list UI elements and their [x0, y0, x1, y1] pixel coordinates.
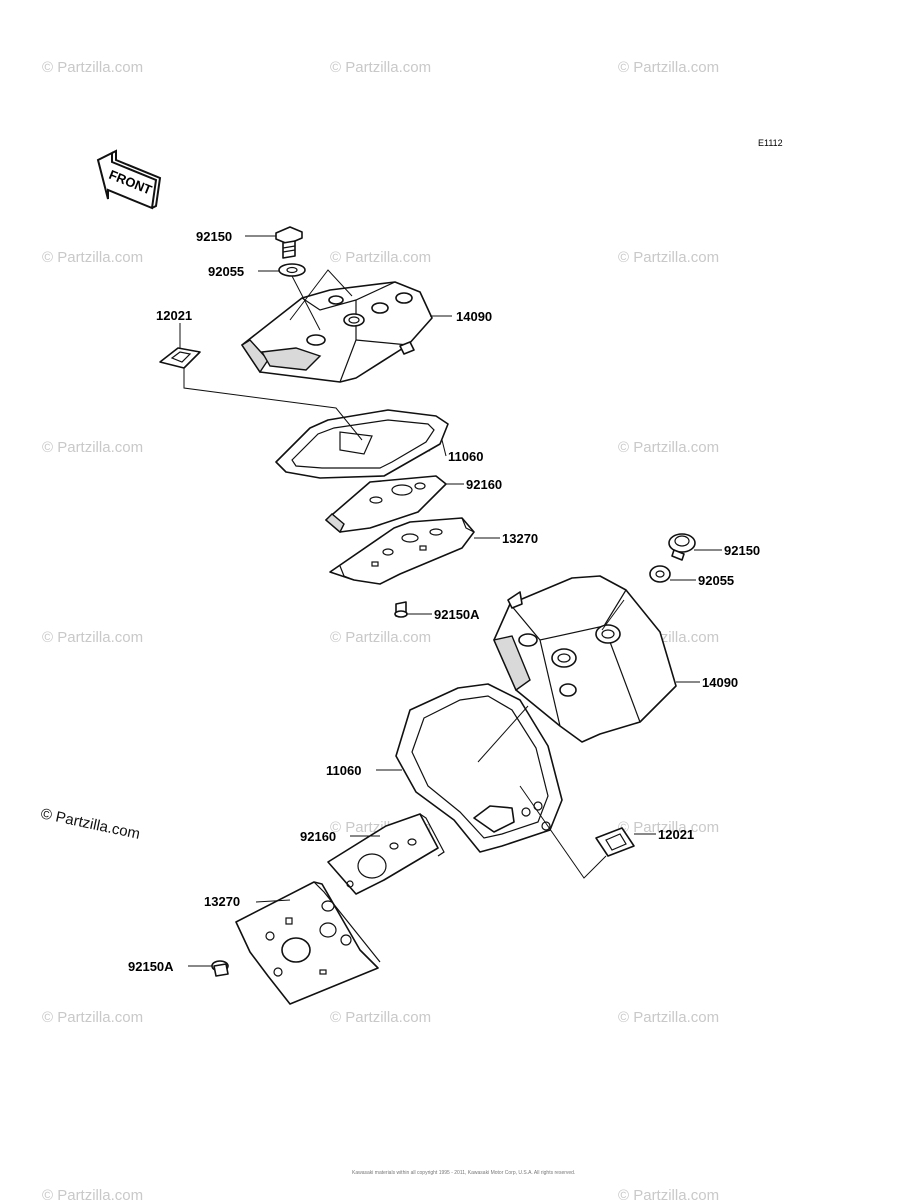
label-bottom-washer: 92055: [698, 573, 734, 588]
partzilla-watermark: © Partzilla.com: [39, 805, 141, 843]
watermark: © Partzilla.com: [42, 249, 143, 266]
bolt-icon: [275, 226, 303, 259]
watermark: © Partzilla.com: [330, 59, 431, 76]
watermark: © Partzilla.com: [618, 439, 719, 456]
washer-icon: [278, 263, 306, 277]
watermark: © Partzilla.com: [42, 629, 143, 646]
watermark: © Partzilla.com: [618, 59, 719, 76]
label-bottom-plate-gasket: 92160: [300, 829, 336, 844]
label-bottom-plate-bolt: 92150A: [128, 959, 174, 974]
plate-gasket-icon: [327, 813, 445, 895]
valve-cover-icon: [493, 575, 677, 743]
label-bottom-cover: 14090: [702, 675, 738, 690]
label-top-cover: 14090: [456, 309, 492, 324]
watermark: © Partzilla.com: [618, 1187, 719, 1200]
plate-gasket-icon: [324, 475, 447, 534]
copyright-text: Kawasaki materials within all copyright …: [352, 1170, 575, 1176]
washer-icon: [649, 565, 671, 583]
label-bottom-gasket: 11060: [326, 763, 361, 778]
label-top-plate-bolt: 92150A: [434, 607, 480, 622]
part-labels: 92150 92055 14090 12021 11060 92160 1327…: [128, 229, 760, 974]
label-top-gasket: 11060: [448, 449, 483, 464]
cap-icon: [159, 347, 201, 369]
label-bottom-plate: 13270: [204, 894, 240, 909]
plate-icon: [329, 517, 475, 585]
watermark: © Partzilla.com: [42, 1009, 143, 1026]
watermark: © Partzilla.com: [618, 249, 719, 266]
watermark: © Partzilla.com: [42, 439, 143, 456]
diagram-code: E1112: [758, 138, 783, 148]
small-bolt-icon: [394, 601, 408, 618]
label-bottom-cap: 12021: [658, 827, 694, 842]
label-top-washer: 92055: [208, 264, 244, 279]
watermark: © Partzilla.com: [42, 59, 143, 76]
watermark: © Partzilla.com: [330, 1009, 431, 1026]
gasket-icon: [275, 409, 449, 479]
front-arrow-icon: FRONT: [96, 149, 162, 210]
bolt-icon: [668, 533, 696, 561]
cap-icon: [595, 827, 635, 857]
leader-lines: [179, 235, 722, 967]
gasket-icon: [395, 683, 563, 853]
valve-cover-icon: [241, 281, 433, 383]
label-top-bolt: 92150: [196, 229, 232, 244]
watermark: © Partzilla.com: [330, 629, 431, 646]
watermark: © Partzilla.com: [42, 1187, 143, 1200]
label-top-plate: 13270: [502, 531, 538, 546]
watermark: © Partzilla.com: [618, 819, 719, 836]
watermark: © Partzilla.com: [330, 249, 431, 266]
label-bottom-bolt: 92150: [724, 543, 760, 558]
label-top-plate-gasket: 92160: [466, 477, 502, 492]
label-top-cap: 12021: [156, 308, 192, 323]
plate-icon: [235, 881, 381, 1005]
small-bolt-icon: [211, 960, 229, 977]
watermark: © Partzilla.com: [618, 1009, 719, 1026]
